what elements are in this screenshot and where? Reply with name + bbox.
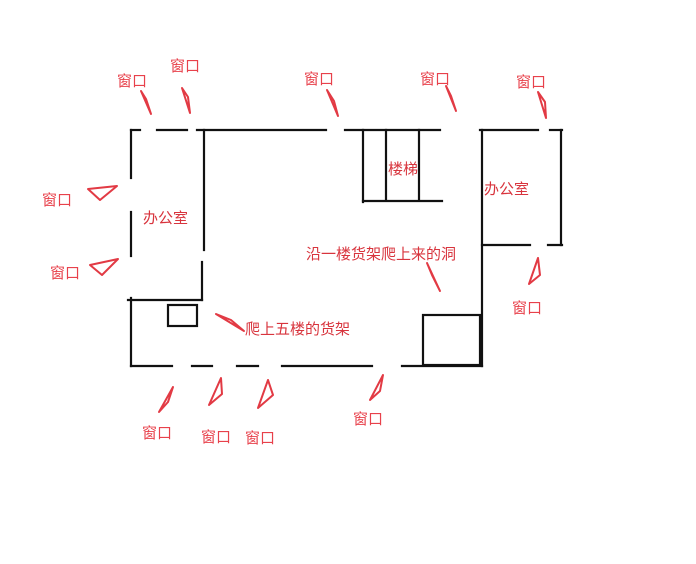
arrow-icon bbox=[426, 262, 441, 292]
arrow-icon bbox=[257, 379, 274, 409]
hole-box bbox=[421, 313, 482, 367]
arrow-icon bbox=[208, 377, 223, 406]
window-label-top-left-2: 窗口 bbox=[170, 57, 200, 75]
labels: 窗口 窗口 窗口 窗口 窗口 窗口 窗口 窗口 窗口 窗口 窗口 窗口 办公室 … bbox=[42, 57, 546, 447]
arrow-icon bbox=[140, 90, 152, 115]
office-label-left: 办公室 bbox=[143, 209, 188, 227]
window-label-bottom-1: 窗口 bbox=[142, 424, 172, 442]
window-label-left-2: 窗口 bbox=[50, 264, 80, 282]
arrow-icon bbox=[537, 91, 547, 119]
arrow-icon bbox=[158, 386, 174, 413]
arrows bbox=[87, 85, 547, 413]
arrow-icon bbox=[326, 89, 339, 117]
arrow-icon bbox=[89, 258, 119, 276]
window-label-left-1: 窗口 bbox=[42, 191, 72, 209]
arrow-icon bbox=[181, 87, 191, 114]
window-label-top-left-1: 窗口 bbox=[117, 72, 147, 90]
hole-label: 沿一楼货架爬上来的洞 bbox=[306, 245, 456, 263]
stairs-label: 楼梯 bbox=[388, 160, 418, 178]
walls bbox=[126, 128, 564, 368]
shelf-label: 爬上五楼的货架 bbox=[245, 320, 350, 338]
window-label-bottom-3: 窗口 bbox=[245, 429, 275, 447]
arrow-icon bbox=[87, 185, 118, 201]
arrow-icon bbox=[445, 85, 457, 112]
arrow-icon bbox=[528, 257, 541, 285]
window-label-bottom-4: 窗口 bbox=[353, 410, 383, 428]
window-label-top-middle: 窗口 bbox=[304, 70, 334, 88]
arrow-icon bbox=[215, 313, 245, 332]
shelf-box bbox=[166, 303, 199, 328]
window-label-top-right-1: 窗口 bbox=[420, 70, 450, 88]
window-label-bottom-2: 窗口 bbox=[201, 428, 231, 446]
window-label-right-office-bottom: 窗口 bbox=[512, 299, 542, 317]
window-label-top-right-2: 窗口 bbox=[516, 73, 546, 91]
office-label-right: 办公室 bbox=[484, 180, 529, 198]
arrow-icon bbox=[369, 374, 384, 401]
